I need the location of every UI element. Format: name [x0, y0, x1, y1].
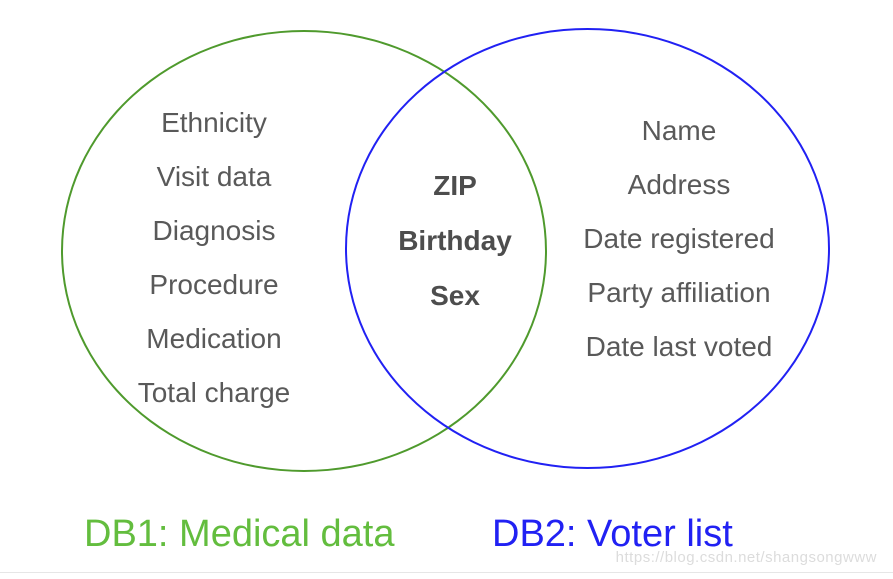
list-item: Procedure [149, 269, 279, 300]
voter-items-list: Name Address Date registered Party affil… [529, 104, 829, 374]
list-item: Party affiliation [587, 277, 771, 308]
list-item: Address [627, 169, 731, 200]
list-item: Visit data [156, 161, 272, 192]
list-item: Medication [146, 323, 282, 354]
list-item: Ethnicity [161, 107, 267, 138]
medical-items-list: Ethnicity Visit data Diagnosis Procedure… [64, 96, 364, 420]
list-item: Birthday [398, 225, 512, 256]
list-item: Date registered [583, 223, 775, 254]
voter-list-circle [345, 28, 830, 469]
list-item: Name [641, 115, 717, 146]
list-item: ZIP [433, 170, 477, 201]
db1-label: DB1: Medical data [84, 513, 395, 555]
watermark-url: https://blog.csdn.net/shangsongwww [615, 549, 877, 566]
list-item: Diagnosis [152, 215, 276, 246]
list-item: Total charge [137, 377, 291, 408]
intersection-items-list: ZIP Birthday Sex [375, 158, 535, 323]
list-item: Sex [430, 280, 480, 311]
page-bottom-divider [0, 572, 893, 573]
db2-label: DB2: Voter list [492, 513, 733, 555]
list-item: Date last voted [585, 331, 773, 362]
